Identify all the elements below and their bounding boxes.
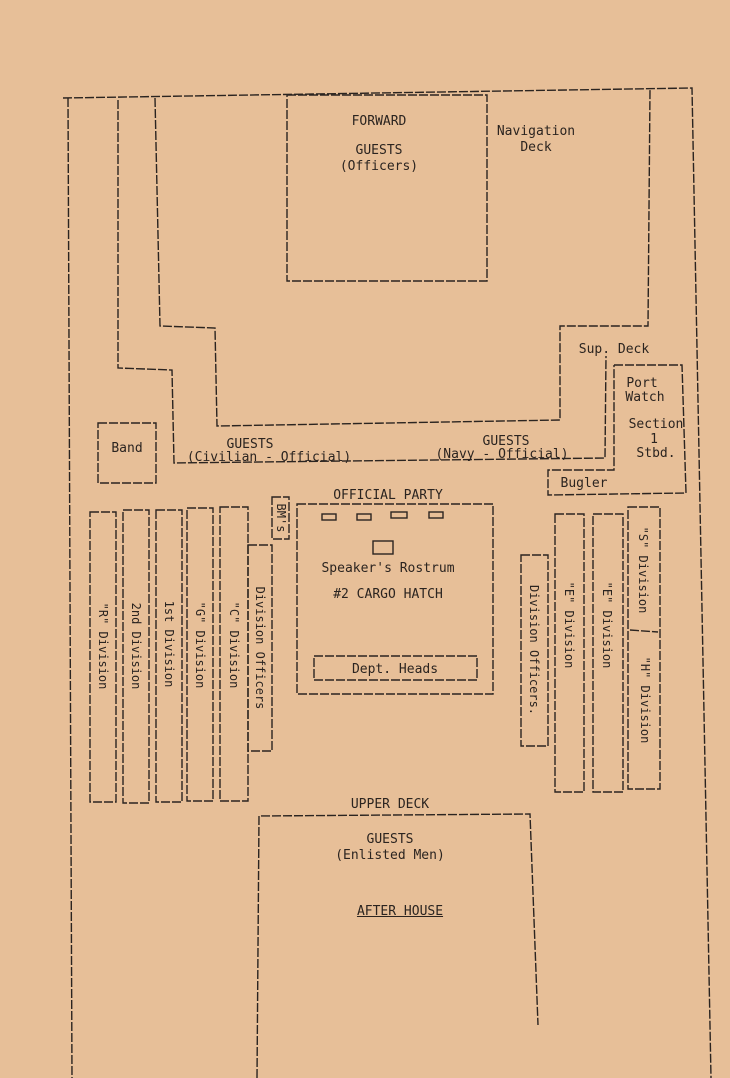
port-watch-label-2: Watch	[625, 390, 665, 405]
h-division-label: "H" Division	[638, 656, 652, 744]
e-division-label-2: "E" Division	[600, 581, 614, 669]
official-party-label: OFFICIAL PARTY	[333, 488, 443, 503]
forward-guests-label: GUESTS	[355, 143, 403, 158]
guests-navy-label: GUESTS	[482, 434, 530, 449]
guests-civilian-label: GUESTS	[226, 437, 274, 452]
dept-heads-label: Dept. Heads	[351, 662, 439, 677]
after-house-label: AFTER HOUSE	[356, 904, 444, 919]
r-division-label: "R" Division	[96, 602, 110, 690]
guests-navy-sub-label: (Navy - Official)	[435, 447, 569, 462]
sup-deck-label: Sup. Deck	[578, 342, 650, 357]
second-division-label: 2nd Division	[129, 602, 143, 690]
port-watch-stbd-label: Stbd.	[636, 446, 676, 461]
port-watch-number-label: 1	[650, 432, 658, 447]
guests-civilian-sub-label: (Civilian - Official)	[186, 450, 352, 465]
e-division-label-1: "E" Division	[562, 581, 576, 669]
bugler-label: Bugler	[560, 476, 608, 491]
s-division-label: "S" Division	[636, 526, 650, 614]
g-division-label: "G" Division	[193, 601, 207, 689]
guests-enlisted-label: GUESTS	[366, 832, 414, 847]
upper-deck-label: UPPER DECK	[350, 797, 430, 812]
navigation-deck-label: Navigation	[496, 124, 576, 139]
port-watch-label: Port	[626, 376, 658, 391]
first-division-label: 1st Division	[162, 600, 176, 688]
right-division-officers-label: Division Officers.	[527, 584, 541, 716]
speakers-rostrum-label: Speaker's Rostrum	[321, 561, 455, 576]
band-label: Band	[111, 441, 143, 456]
navigation-deck-label-2: Deck	[520, 140, 552, 155]
c-division-label: "C" Division	[227, 601, 241, 689]
guests-enlisted-sub-label: (Enlisted Men)	[335, 848, 445, 863]
cargo-hatch-label: #2 CARGO HATCH	[333, 587, 443, 602]
forward-guests-sub-label: (Officers)	[339, 159, 419, 174]
left-division-officers-label: Division Officers	[253, 586, 267, 710]
port-watch-section-label: Section	[628, 417, 684, 432]
forward-label: FORWARD	[351, 114, 407, 129]
